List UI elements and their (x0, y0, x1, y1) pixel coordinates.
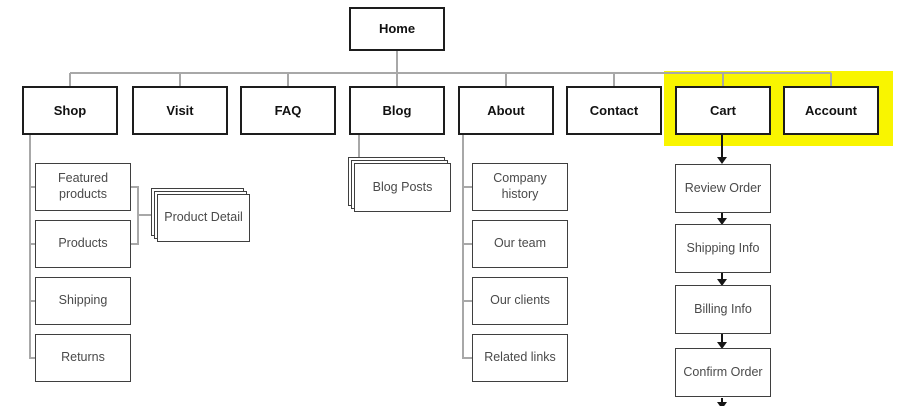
node-blog-posts-stack[interactable]: Blog Posts (348, 157, 451, 212)
node-faq[interactable]: FAQ (240, 86, 336, 135)
connector-products-to-bracket (131, 243, 138, 245)
connector-about-elbow-2 (462, 243, 472, 245)
node-blog[interactable]: Blog (349, 86, 445, 135)
node-returns[interactable]: Returns (35, 334, 131, 382)
arrowhead-cart-to-review (717, 157, 727, 164)
node-review-order[interactable]: Review Order (675, 164, 771, 213)
arrow-cart-to-review (721, 135, 723, 157)
node-company-history[interactable]: Company history (472, 163, 568, 211)
node-home[interactable]: Home (349, 7, 445, 51)
connector-nav-horizontal (70, 72, 831, 74)
connector-shop-trunk (29, 134, 31, 358)
connector-stub-faq (287, 73, 289, 86)
node-shop[interactable]: Shop (22, 86, 118, 135)
arrowhead-shipping-to-billing (717, 279, 727, 286)
connector-shop-elbow-4 (29, 357, 35, 359)
connector-blog-trunk (358, 134, 360, 158)
arrow-confirm-continue (721, 398, 723, 402)
connector-stub-blog (396, 73, 398, 86)
node-featured-products[interactable]: Featured products (35, 163, 131, 211)
connector-stub-visit (179, 73, 181, 86)
arrowhead-review-to-shipping (717, 218, 727, 225)
node-our-clients[interactable]: Our clients (472, 277, 568, 325)
node-products[interactable]: Products (35, 220, 131, 268)
node-our-team[interactable]: Our team (472, 220, 568, 268)
connector-stub-about (505, 73, 507, 86)
arrow-review-to-shipping (721, 213, 723, 218)
connector-shop-elbow-3 (29, 300, 35, 302)
arrowhead-billing-to-confirm (717, 342, 727, 349)
node-product-detail-stack[interactable]: Product Detail (151, 188, 250, 242)
node-blog-posts[interactable]: Blog Posts (354, 163, 451, 212)
node-shipping[interactable]: Shipping (35, 277, 131, 325)
connector-featured-to-bracket (131, 186, 138, 188)
node-product-detail[interactable]: Product Detail (157, 194, 250, 242)
node-account[interactable]: Account (783, 86, 879, 135)
arrow-shipping-to-billing (721, 273, 723, 279)
node-shipping-info[interactable]: Shipping Info (675, 224, 771, 273)
connector-about-elbow-1 (462, 186, 472, 188)
arrowhead-confirm-continue (717, 402, 727, 406)
connector-about-trunk (462, 134, 464, 358)
node-about[interactable]: About (458, 86, 554, 135)
connector-stub-shop (69, 73, 71, 86)
node-visit[interactable]: Visit (132, 86, 228, 135)
node-confirm-order[interactable]: Confirm Order (675, 348, 771, 397)
connector-shop-elbow-2 (29, 243, 35, 245)
node-cart[interactable]: Cart (675, 86, 771, 135)
connector-shop-elbow-1 (29, 186, 35, 188)
connector-stub-cart (722, 73, 724, 86)
connector-home-down (396, 51, 398, 72)
node-related-links[interactable]: Related links (472, 334, 568, 382)
node-contact[interactable]: Contact (566, 86, 662, 135)
connector-stub-contact (613, 73, 615, 86)
connector-about-elbow-4 (462, 357, 472, 359)
connector-bracket-to-detail (138, 214, 157, 216)
node-billing-info[interactable]: Billing Info (675, 285, 771, 334)
connector-about-elbow-3 (462, 300, 472, 302)
connector-stub-account (830, 73, 832, 86)
arrow-billing-to-confirm (721, 334, 723, 342)
